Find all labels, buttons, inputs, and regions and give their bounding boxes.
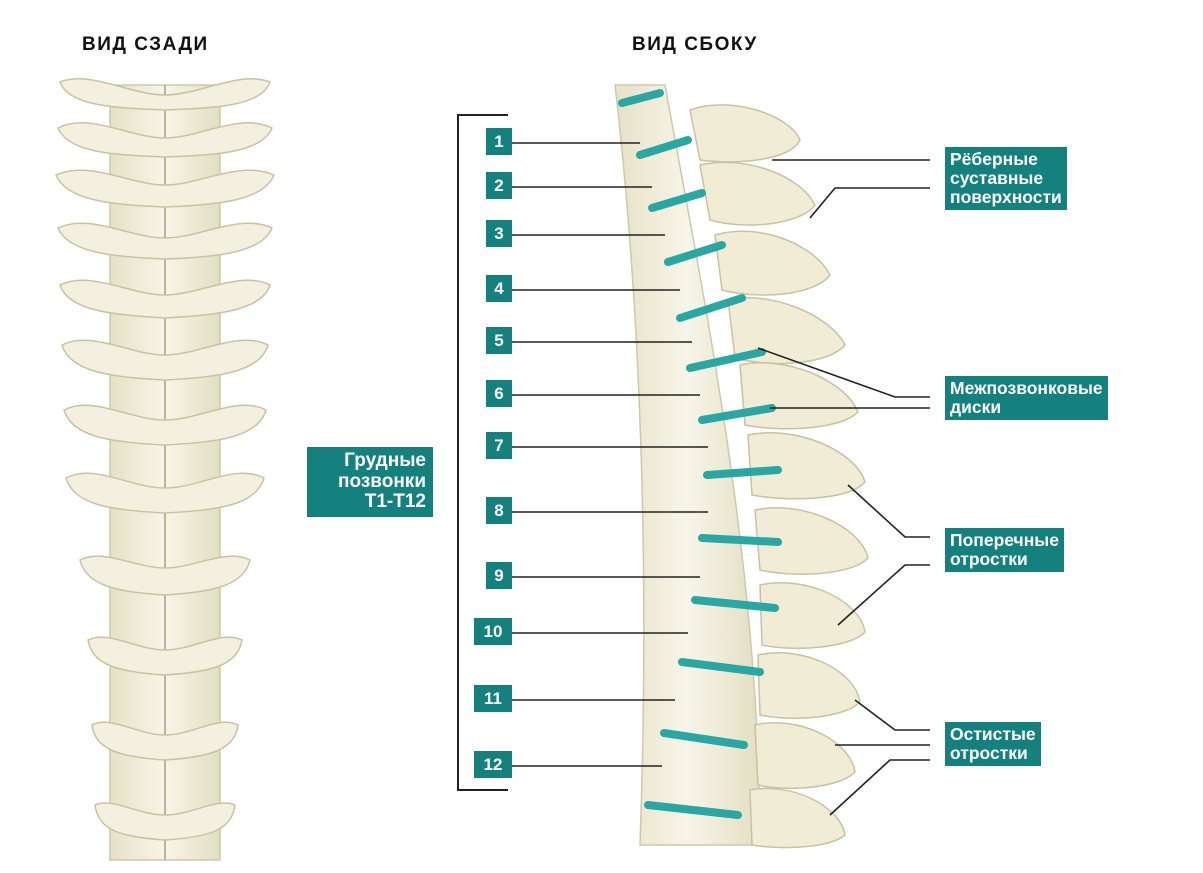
callout-spinous-line-1: Остистые [950,724,1036,744]
back-view-spine [55,78,275,861]
thoracic-vertebrae-label: Грудные позвонки Т1-Т12 [307,447,433,517]
vertebra-number-11: 11 [474,685,512,712]
callout-transverse-processes: Поперечные отростки [945,528,1064,572]
side-view-spine [614,84,869,849]
callout-spinous-line-2: отростки [950,742,1028,763]
vertebra-number-10: 10 [474,618,512,645]
side-view-title: ВИД СБОКУ [632,34,758,55]
vertebra-number-3: 3 [486,220,512,247]
vertebra-number-8: 8 [486,497,512,524]
callout-discs-line-1: Межпозвонковые [950,378,1103,398]
vertebra-number-6: 6 [486,380,512,407]
vertebra-number-1: 1 [486,128,512,155]
callout-transverse-line-2: отростки [950,548,1028,569]
thoracic-bracket [457,114,508,791]
vertebra-number-12: 12 [474,751,512,778]
thoracic-label-line-1: Грудные [344,450,426,471]
vertebra-number-9: 9 [486,562,512,589]
thoracic-label-line-3: Т1-Т12 [364,491,426,513]
callout-rib-facets-line-1: Рёберные [950,149,1038,169]
callout-rib-facets-line-2: суставные [950,167,1044,188]
vertebra-number-2: 2 [486,172,512,199]
callout-discs-line-2: диски [950,396,1002,417]
vertebra-number-7: 7 [486,432,512,459]
callout-transverse-line-1: Поперечные [950,530,1059,550]
vertebra-number-5: 5 [486,327,512,354]
number-leader-lines [512,142,708,767]
thoracic-label-line-2: позвонки [338,470,426,492]
callout-spinous-processes: Остистые отростки [945,722,1041,766]
callout-rib-facets-line-3: поверхности [950,186,1062,207]
callout-discs: Межпозвонковые диски [945,376,1108,420]
callout-rib-facets: Рёберные суставные поверхности [945,147,1067,210]
callout-leader-lines [757,159,930,816]
vertebra-number-4: 4 [486,275,512,302]
back-view-title: ВИД СЗАДИ [82,34,209,55]
